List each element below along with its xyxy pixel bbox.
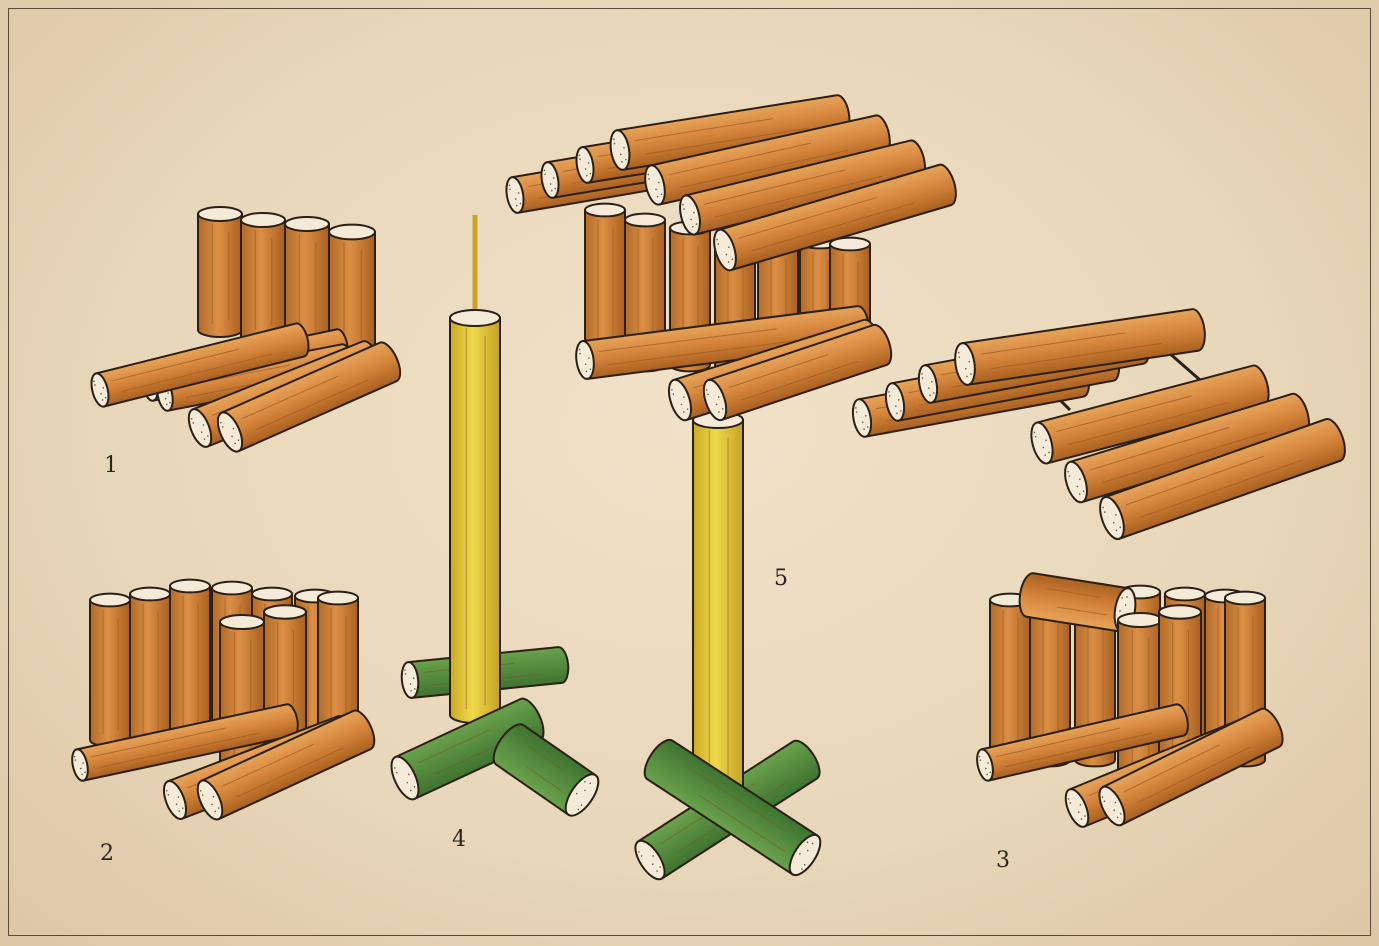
step-label-2: 2 [100, 841, 114, 866]
assembly-step-3 [974, 572, 1287, 830]
assembly-step-1 [88, 207, 405, 455]
yellow-post [693, 412, 743, 808]
roof-panels [850, 308, 1349, 542]
assembly-step-2 [70, 580, 380, 823]
wall-log [241, 213, 285, 343]
assembly-step-4 [386, 215, 605, 821]
step-label-4: 4 [452, 827, 466, 852]
cross-log [487, 719, 604, 821]
back-wall-log [130, 588, 170, 747]
step-label-5: 5 [774, 566, 788, 591]
step-label-3: 3 [996, 848, 1010, 873]
back-wall-log [90, 594, 130, 747]
step-label-1: 1 [104, 453, 118, 478]
wall-log [198, 207, 242, 337]
yellow-post [450, 310, 500, 723]
